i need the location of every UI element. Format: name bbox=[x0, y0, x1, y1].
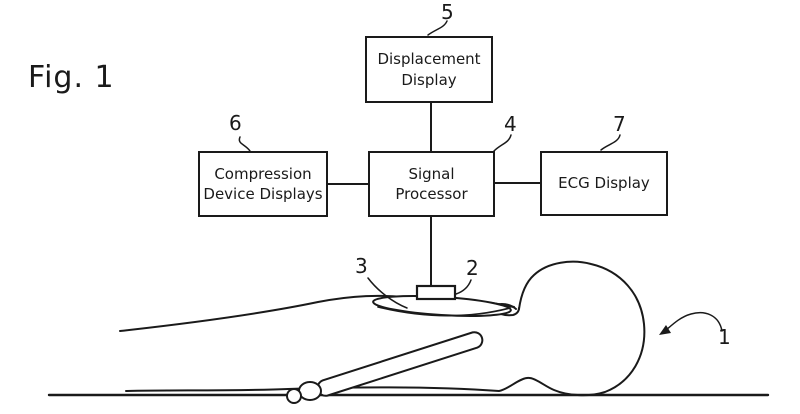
arrowhead-ref-1 bbox=[659, 325, 671, 335]
leader-ref-2 bbox=[455, 279, 472, 295]
compression-sensor-box bbox=[415, 284, 457, 301]
signal-processor-box: Signal Processor bbox=[368, 151, 495, 217]
ref-numeral-signal-processor: 4 bbox=[504, 112, 517, 136]
chest-pad-lower-edge bbox=[377, 306, 511, 317]
ecg-display-label: ECG Display bbox=[558, 174, 650, 193]
ref-numeral-patient: 1 bbox=[718, 325, 731, 349]
leader-ref-6 bbox=[238, 136, 251, 152]
ref-numeral-chest-pad: 3 bbox=[355, 254, 368, 278]
leader-ref-4 bbox=[493, 134, 512, 152]
patient-thumb-outline bbox=[286, 388, 302, 404]
signal-processor-label: Signal Processor bbox=[395, 164, 468, 203]
ref-numeral-ecg-display: 7 bbox=[613, 112, 626, 136]
ecg-display-box: ECG Display bbox=[540, 151, 668, 216]
displacement-display-box: Displacement Display bbox=[365, 36, 493, 103]
compression-device-displays-label: Compression Device Displays bbox=[203, 164, 323, 203]
patient-arm-outline bbox=[316, 331, 484, 397]
leader-arrow-ref-1 bbox=[664, 311, 723, 332]
figure-label: Fig. 1 bbox=[28, 60, 115, 95]
patient-hand-outline bbox=[298, 381, 322, 401]
displacement-display-label: Displacement Display bbox=[377, 50, 481, 89]
leader-ref-5 bbox=[427, 20, 448, 36]
ref-numeral-compression-device-displays: 6 bbox=[229, 111, 242, 135]
leader-ref-3 bbox=[367, 277, 408, 309]
ref-numeral-compression-sensor: 2 bbox=[466, 256, 479, 280]
ref-numeral-displacement-display: 5 bbox=[441, 0, 454, 24]
compression-device-displays-box: Compression Device Displays bbox=[198, 151, 328, 217]
leader-ref-7 bbox=[600, 134, 621, 151]
